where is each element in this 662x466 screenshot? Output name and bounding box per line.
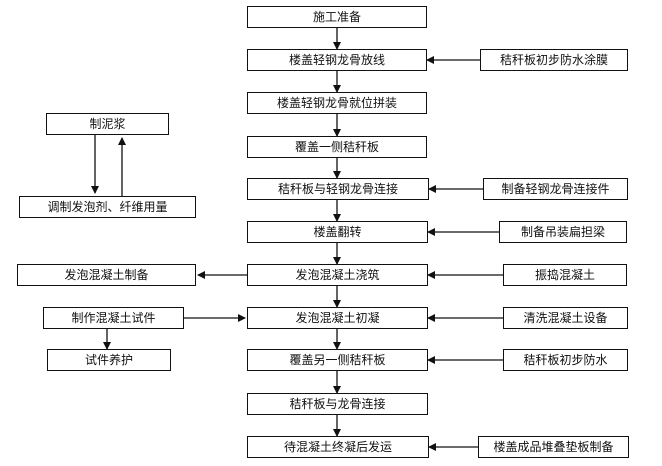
input-clean-equipment: 清洗混凝土设备 xyxy=(503,307,628,329)
side-make-test-specimen: 制作混凝土试件 xyxy=(43,307,184,329)
step-keel-layout: 楼盖轻钢龙骨放线 xyxy=(247,49,427,71)
step-cover-other-side: 覆盖另一侧秸秆板 xyxy=(247,349,428,371)
side-specimen-curing: 试件养护 xyxy=(47,349,171,371)
step-cover-one-side: 覆盖一侧秸秆板 xyxy=(247,136,427,158)
input-waterproof-coating: 秸秆板初步防水涂膜 xyxy=(480,49,628,71)
input-vibrate-concrete: 振捣混凝土 xyxy=(503,264,627,286)
side-make-slurry: 制泥浆 xyxy=(46,113,169,135)
side-foam-concrete-prep: 发泡混凝土制备 xyxy=(17,264,196,286)
input-keel-connectors: 制备轻钢龙骨连接件 xyxy=(483,178,628,200)
input-stacking-pads: 楼盖成品堆叠垫板制备 xyxy=(478,436,629,458)
step-keel-assembly: 楼盖轻钢龙骨就位拼装 xyxy=(247,92,427,114)
step-construction-prep: 施工准备 xyxy=(247,6,427,28)
step-final-set-ship: 待混凝土终凝后发运 xyxy=(247,436,429,458)
input-initial-waterproof: 秸秆板初步防水 xyxy=(503,349,628,371)
step-board-keel-connect: 秸秆板与轻钢龙骨连接 xyxy=(247,178,429,200)
step-floor-flip: 楼盖翻转 xyxy=(247,221,428,243)
step-foam-concrete-pour: 发泡混凝土浇筑 xyxy=(247,264,428,286)
side-foaming-agent-mix: 调制发泡剂、纤维用量 xyxy=(19,196,196,218)
step-initial-set: 发泡混凝土初凝 xyxy=(247,307,428,329)
step-board-keel-connect-2: 秸秆板与龙骨连接 xyxy=(247,393,428,415)
input-lifting-beam: 制备吊装扁担梁 xyxy=(499,221,627,243)
